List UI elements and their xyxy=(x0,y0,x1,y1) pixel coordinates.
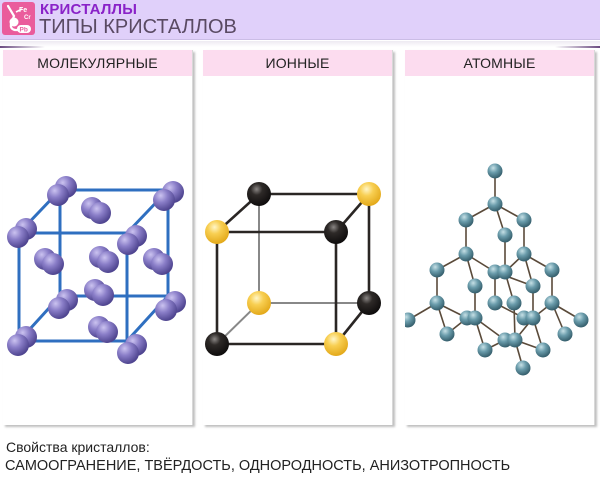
panel-ionic: ИОННЫЕ xyxy=(203,50,393,425)
atomic-lattice-figure xyxy=(405,163,589,376)
panel-title-atomic: АТОМНЫЕ xyxy=(405,50,594,76)
properties-list: САМООГРАНЕНИЕ, ТВЁРДОСТЬ, ОДНОРОДНОСТЬ, … xyxy=(5,458,511,474)
panel-molecular: МОЛЕКУЛЯРНЫЕ xyxy=(3,50,193,425)
divider-accent-left xyxy=(0,46,45,48)
panel-atomic: АТОМНЫЕ xyxy=(405,50,595,425)
molecular-lattice-figure xyxy=(7,176,186,364)
molecule-particles xyxy=(7,176,186,364)
ionic-lattice-figure xyxy=(205,182,381,356)
panel-title-ionic: ИОННЫЕ xyxy=(203,50,392,76)
logo-symbol-fe: Fe xyxy=(19,7,27,14)
atom-particles xyxy=(405,163,589,376)
logo-symbol-pb: Pb xyxy=(20,27,28,34)
ion-particles xyxy=(205,182,381,356)
chemistry-flask-icon: Fe Cr Pb xyxy=(2,2,35,35)
section-kicker: КРИСТАЛЛЫ xyxy=(40,1,138,18)
panel-title-molecular: МОЛЕКУЛЯРНЫЕ xyxy=(3,50,192,76)
page-title: ТИПЫ КРИСТАЛЛОВ xyxy=(39,16,237,38)
divider-accent-right xyxy=(555,46,600,48)
header-divider xyxy=(0,41,600,47)
header-band: Fe Cr Pb КРИСТАЛЛЫ ТИПЫ КРИСТАЛЛОВ xyxy=(0,0,600,40)
properties-label: Свойства кристаллов: xyxy=(6,439,150,455)
logo-symbol-cr: Cr xyxy=(24,15,31,21)
